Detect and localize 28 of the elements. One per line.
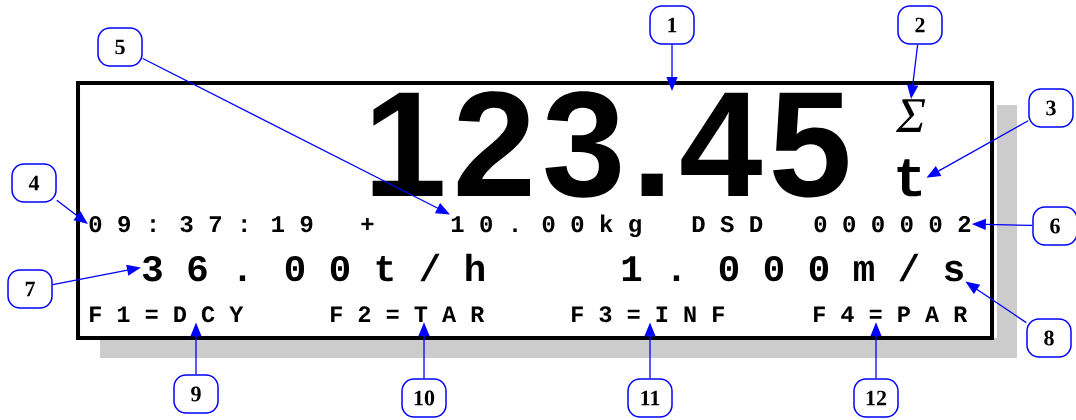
callout-number: 6 xyxy=(1032,206,1076,246)
callout-number: 10 xyxy=(401,378,447,418)
weight-reading: 123.45 xyxy=(372,91,848,198)
unit-symbol: t xyxy=(897,159,921,197)
function-key-text: F 3 = I N F xyxy=(572,306,724,323)
display-text: 1 0 . 0 0 k g xyxy=(451,214,641,238)
callout-number: 12 xyxy=(853,378,899,418)
callout-number: 2 xyxy=(897,5,943,45)
function-key-text: F 1 = D C Y xyxy=(90,306,244,323)
time-text: 0 9 : 3 7 : 1 9 xyxy=(89,215,313,233)
callout-number: 5 xyxy=(97,27,143,67)
callout-number: 4 xyxy=(11,163,57,203)
callout-number: 1 xyxy=(649,5,695,45)
display-text: D S D xyxy=(692,215,763,233)
function-key-text: F 4 = P A R xyxy=(814,306,968,322)
callout-number: 11 xyxy=(627,378,673,418)
rate-text: 3 6 . 0 0 t / h xyxy=(142,253,484,282)
sign-text: + xyxy=(361,217,374,231)
leader-line xyxy=(142,57,450,215)
callout-number: 7 xyxy=(7,269,53,309)
callout-number: 3 xyxy=(1028,88,1074,128)
display-screen xyxy=(76,81,994,340)
speed-text: 1 . 0 0 0 m / s xyxy=(622,253,963,282)
callout-number: 8 xyxy=(1026,318,1072,358)
function-key-text: F 2 = T A R xyxy=(331,306,485,322)
sum-symbol: Σ xyxy=(896,99,926,132)
callout-number: 9 xyxy=(173,374,219,414)
counter-text: 0 0 0 0 0 2 xyxy=(814,215,971,233)
